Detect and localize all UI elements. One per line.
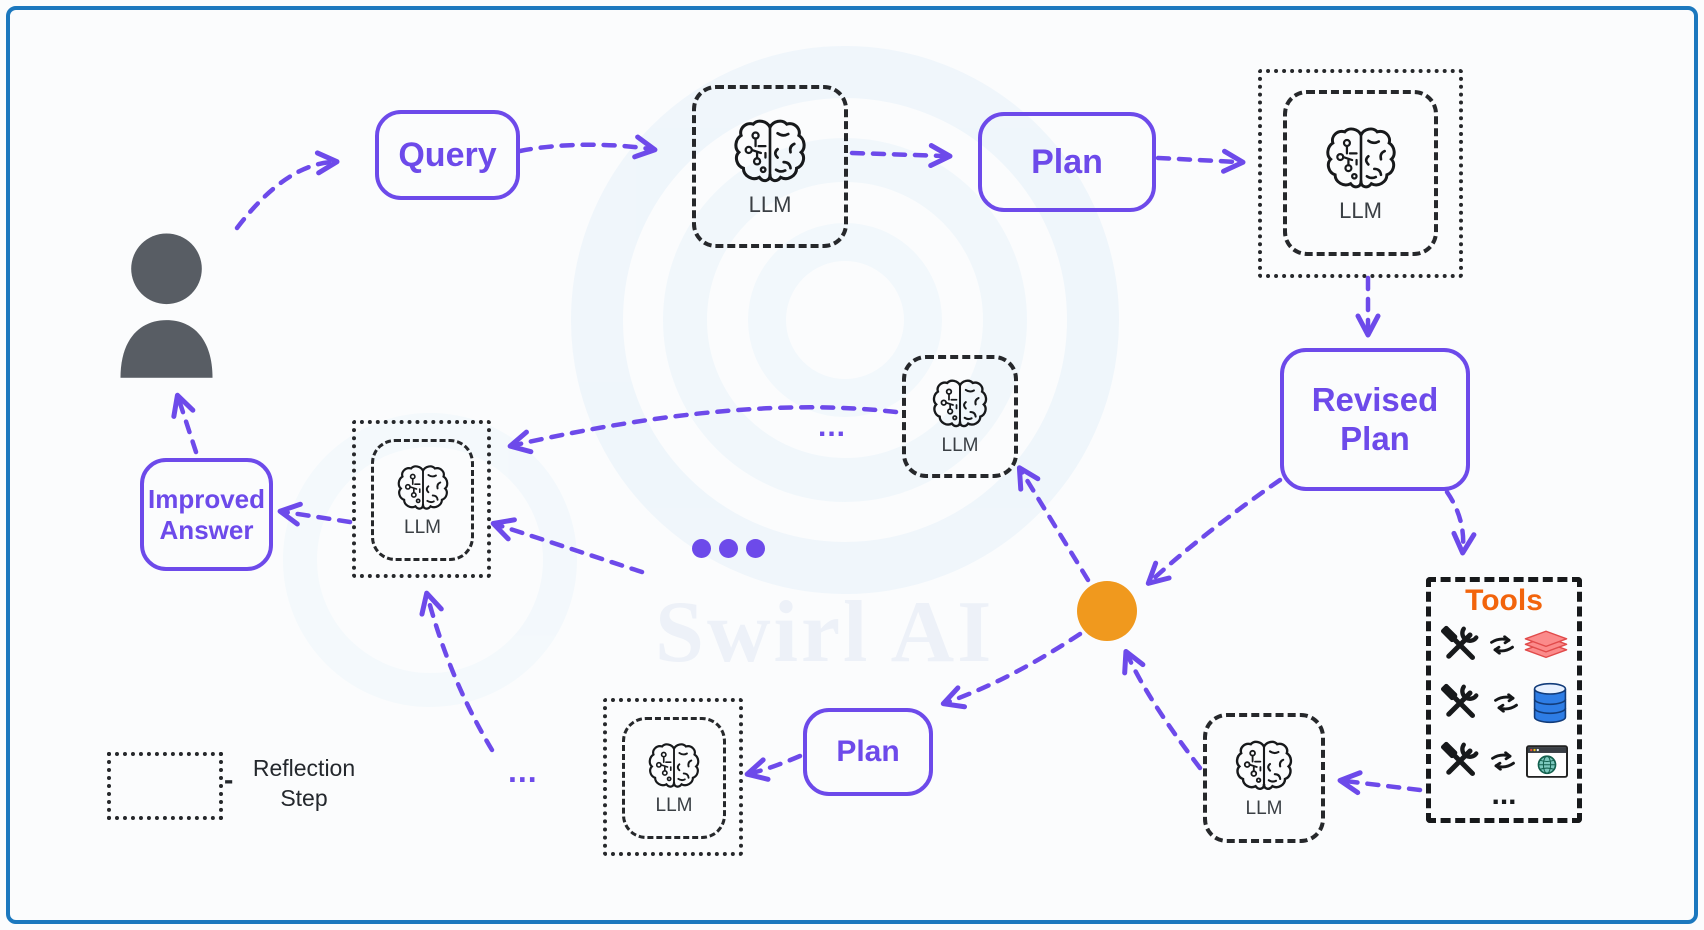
llm-brain-icon: [396, 462, 450, 516]
legend-label-line1: Reflection: [252, 755, 356, 781]
llm-node-reflect-plan: LLM: [1283, 90, 1438, 256]
hammer-wrench-icon: [1440, 625, 1480, 665]
improved-answer-node: Improved Answer: [140, 458, 273, 571]
arrow-llm-mid-to-reflection-left: [507, 405, 899, 455]
arrow-llm-to-junction-bottom-right: [1122, 648, 1203, 771]
legend-label-line2: Step: [280, 785, 328, 812]
tools-title: Tools: [1465, 584, 1543, 617]
arrow-junction-to-plan-bottom: [940, 631, 1083, 710]
llm-brain-icon: [1234, 737, 1294, 797]
llm-label: LLM: [404, 516, 441, 538]
tool-row-layers: [1440, 616, 1568, 674]
llm-brain-icon: [732, 115, 808, 191]
llm-brain-icon: [1324, 123, 1398, 197]
llm-label: LLM: [1339, 197, 1382, 223]
tool-row-database: [1440, 674, 1568, 732]
arrow-junction-to-llm-mid: [1016, 465, 1091, 583]
arrow-iterations-to-reflection-left: [490, 517, 645, 575]
arrow-loop-up-to-reflection-left: [419, 590, 495, 753]
llm-brain-icon: [931, 376, 989, 434]
reflection-step-bottom: LLM: [603, 698, 743, 856]
arrow-plan-bottom-to-reflection: [744, 753, 803, 782]
arrow-tools-to-llm: [1337, 770, 1423, 796]
llm-node-reflect-answer: LLM: [371, 439, 474, 561]
improved-answer-label-line1: Improved: [147, 483, 266, 514]
bottom-ellipsis: ...: [508, 753, 538, 789]
plan-node: Plan: [978, 112, 1156, 212]
query-label: Query: [398, 135, 497, 174]
llm-label: LLM: [748, 192, 792, 217]
iterations-ellipsis: [692, 539, 765, 558]
llm-label: LLM: [941, 435, 979, 456]
llm-node-tool-executor: LLM: [1203, 713, 1325, 843]
plan-bottom-node: Plan: [803, 708, 933, 796]
hammer-wrench-icon: [1440, 683, 1480, 723]
llm-node-reflect-bottom: LLM: [622, 717, 726, 839]
llm-node-planner: LLM: [692, 85, 848, 248]
legend-reflection-swatch: [107, 752, 223, 820]
arrow-reflection-to-improved-answer: [277, 501, 353, 527]
database-icon: [1532, 682, 1568, 724]
legend-dash: -: [224, 764, 234, 795]
arrow-improved-answer-to-user: [171, 392, 199, 455]
web-browser-icon: [1526, 745, 1568, 778]
revised-plan-label-line1: Revised: [1311, 380, 1439, 418]
query-node: Query: [375, 110, 520, 200]
reflection-step-top: LLM: [1258, 69, 1463, 278]
revised-plan-label-line2: Plan: [1340, 419, 1410, 457]
reflection-step-left: LLM: [352, 420, 491, 578]
arrow-revised-plan-to-tools: [1444, 489, 1477, 556]
arrow-llm-to-plan: [849, 143, 953, 169]
junction-node: [1077, 581, 1137, 641]
sync-arrows-icon: [1492, 693, 1520, 713]
arrow-revised-plan-to-junction: [1145, 477, 1283, 586]
improved-answer-label-line2: Answer: [159, 514, 254, 545]
arrow-plan-to-reflection: [1155, 148, 1246, 174]
revised-plan-node: Revised Plan: [1280, 348, 1470, 491]
legend-label: Reflection Step: [238, 753, 370, 814]
tools-panel: Tools ...: [1426, 577, 1582, 823]
sync-arrows-icon: [1488, 635, 1516, 655]
llm-label: LLM: [1245, 797, 1283, 819]
layers-stack-icon: [1524, 629, 1568, 661]
llm-label: LLM: [655, 794, 693, 816]
hammer-wrench-icon: [1440, 741, 1480, 781]
sync-arrows-icon: [1489, 751, 1517, 771]
plan-label: Plan: [1031, 142, 1103, 181]
user-icon: [113, 228, 220, 378]
llm-node-mid-iteration: LLM: [902, 355, 1018, 478]
llm-brain-icon: [647, 740, 701, 794]
plan-bottom-label: Plan: [836, 735, 900, 769]
tools-ellipsis: ...: [1491, 778, 1517, 811]
mid-ellipsis: ...: [818, 410, 847, 443]
arrow-user-to-query: [234, 150, 340, 231]
watermark-text: Swirl AI: [655, 584, 995, 681]
arrow-query-to-llm: [517, 134, 658, 160]
